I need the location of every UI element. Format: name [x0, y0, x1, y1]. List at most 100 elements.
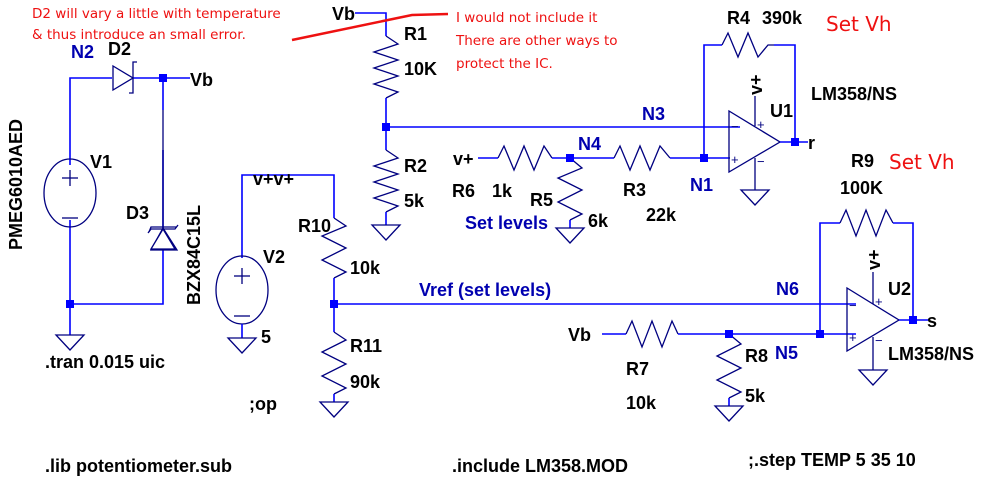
diode-d2[interactable] [112, 61, 137, 94]
net-label-vref: Vref (set levels) [419, 280, 551, 300]
wire-n2 [69, 77, 112, 165]
opamp-u2-circuit: − + + − [602, 208, 930, 422]
net-label-n1: N1 [690, 175, 713, 195]
label-r8: R8 [745, 346, 768, 366]
ground-icon [54, 334, 86, 351]
resistor-r1[interactable] [371, 35, 401, 99]
voltage-source-v1[interactable] [43, 158, 97, 228]
label-r5: R5 [530, 190, 553, 210]
port-vplus-r6: v+ [453, 149, 474, 169]
directive-step: ;.step TEMP 5 35 10 [748, 450, 916, 470]
v1-d2-d3-circuit [43, 61, 190, 351]
opamp-u1[interactable] [728, 109, 782, 174]
model-u2: LM358/NS [888, 344, 974, 364]
junction-n3 [382, 123, 390, 131]
u2-inverting-pin-sign: − [849, 298, 857, 313]
label-r2: R2 [404, 156, 427, 176]
net-label-n5: N5 [775, 343, 798, 363]
port-out-r: r [808, 133, 815, 153]
label-d2: D2 [108, 39, 131, 59]
value-r8: 5k [745, 386, 766, 406]
u1-inverting-pin-sign: − [731, 119, 739, 134]
port-vplus-u1: v+ [746, 74, 766, 95]
resistor-r7[interactable] [625, 319, 679, 349]
model-d2: PMEG6010AED [6, 119, 26, 250]
wire-r9-right [893, 222, 914, 320]
wire-r9-left [819, 222, 840, 334]
directive-op: ;op [249, 394, 277, 414]
r6-r5-r3-network [478, 144, 730, 244]
set-levels-label: Set levels [465, 213, 548, 233]
resistor-r3[interactable] [613, 144, 671, 172]
net-label-n4: N4 [578, 134, 601, 154]
u1-vpos-pin-sign: + [757, 117, 765, 132]
net-label-n6: N6 [776, 279, 799, 299]
zener-d3-body [147, 224, 179, 250]
directive-tran: .tran 0.015 uic [45, 352, 165, 372]
directive-lib: .lib potentiometer.sub [45, 456, 232, 476]
port-vb-r7: Vb [568, 325, 591, 345]
ground-icon [318, 401, 350, 418]
u2-noninverting-pin-sign: + [849, 330, 857, 345]
port-out-s: s [927, 311, 937, 331]
d2-note-line1: D2 will vary a little with temperature [32, 6, 281, 22]
ground-icon [226, 337, 258, 354]
label-u2: U2 [888, 279, 911, 299]
ground-icon [739, 189, 771, 206]
voltage-source-v2[interactable] [215, 255, 269, 325]
u2-vpos-pin-sign: + [875, 294, 883, 309]
label-r7: R7 [626, 359, 649, 379]
resistor-r11[interactable] [320, 331, 348, 395]
resistor-r10[interactable] [320, 217, 348, 279]
u1-vneg-pin-sign: − [757, 154, 765, 169]
label-r6: R6 [452, 181, 475, 201]
junction-vb [159, 74, 167, 82]
label-r11: R11 [350, 336, 382, 356]
u1-noninverting-pin-sign: + [731, 152, 739, 167]
label-u1: U1 [770, 101, 793, 121]
d2-note-line2: & thus introduce an small error. [32, 27, 246, 43]
label-r1: R1 [404, 24, 427, 44]
junction-gnd-v1 [66, 300, 74, 308]
wire-vplus-v2 [241, 174, 335, 258]
port-vb-d2: Vb [190, 70, 213, 90]
set-vh-note-u2: Set Vh [889, 150, 955, 174]
resistor-r8[interactable] [715, 333, 743, 399]
port-vplus-v2: v+v+ [253, 169, 294, 189]
ground-icon [370, 224, 402, 241]
r1-note-line1: I would not include it [456, 10, 597, 26]
wire-r4-left [703, 44, 722, 158]
junction-r8 [725, 330, 733, 338]
u2-vneg-pin-sign: − [875, 333, 883, 348]
resistor-r2[interactable] [371, 149, 401, 213]
label-v1: V1 [90, 152, 112, 172]
ground-icon [857, 369, 889, 386]
value-r3: 22k [646, 205, 677, 225]
r1-note-line2: There are other ways to [455, 33, 618, 49]
wire-r4-right [774, 44, 796, 143]
resistor-r4[interactable] [721, 31, 774, 59]
ground-icon [713, 405, 745, 422]
r1-note-line3: protect the IC. [456, 56, 553, 72]
directive-include: .include LM358.MOD [452, 456, 628, 476]
value-r1: 10K [404, 59, 437, 79]
model-u1: LM358/NS [811, 84, 897, 104]
value-r11: 90k [350, 372, 381, 392]
net-label-n2: N2 [71, 42, 94, 62]
label-v2: V2 [263, 247, 285, 267]
net-label-n3: N3 [642, 104, 665, 124]
port-vplus-u2: v+ [864, 249, 884, 270]
value-v2: 5 [261, 327, 271, 347]
value-r10: 10k [350, 258, 381, 278]
resistor-r9[interactable] [839, 208, 894, 238]
set-vh-note-u1: Set Vh [826, 12, 892, 36]
resistor-r5[interactable] [556, 157, 584, 221]
opamp-u1-circuit: − + + − [703, 31, 808, 206]
value-r9: 100K [840, 178, 883, 198]
v2-r10-r11-circuit [215, 174, 856, 418]
junction-vref [330, 300, 338, 308]
resistor-r6[interactable] [497, 144, 553, 172]
label-r10: R10 [298, 216, 331, 236]
r1-r2-divider [355, 12, 740, 241]
value-r4: 390k [762, 8, 803, 28]
